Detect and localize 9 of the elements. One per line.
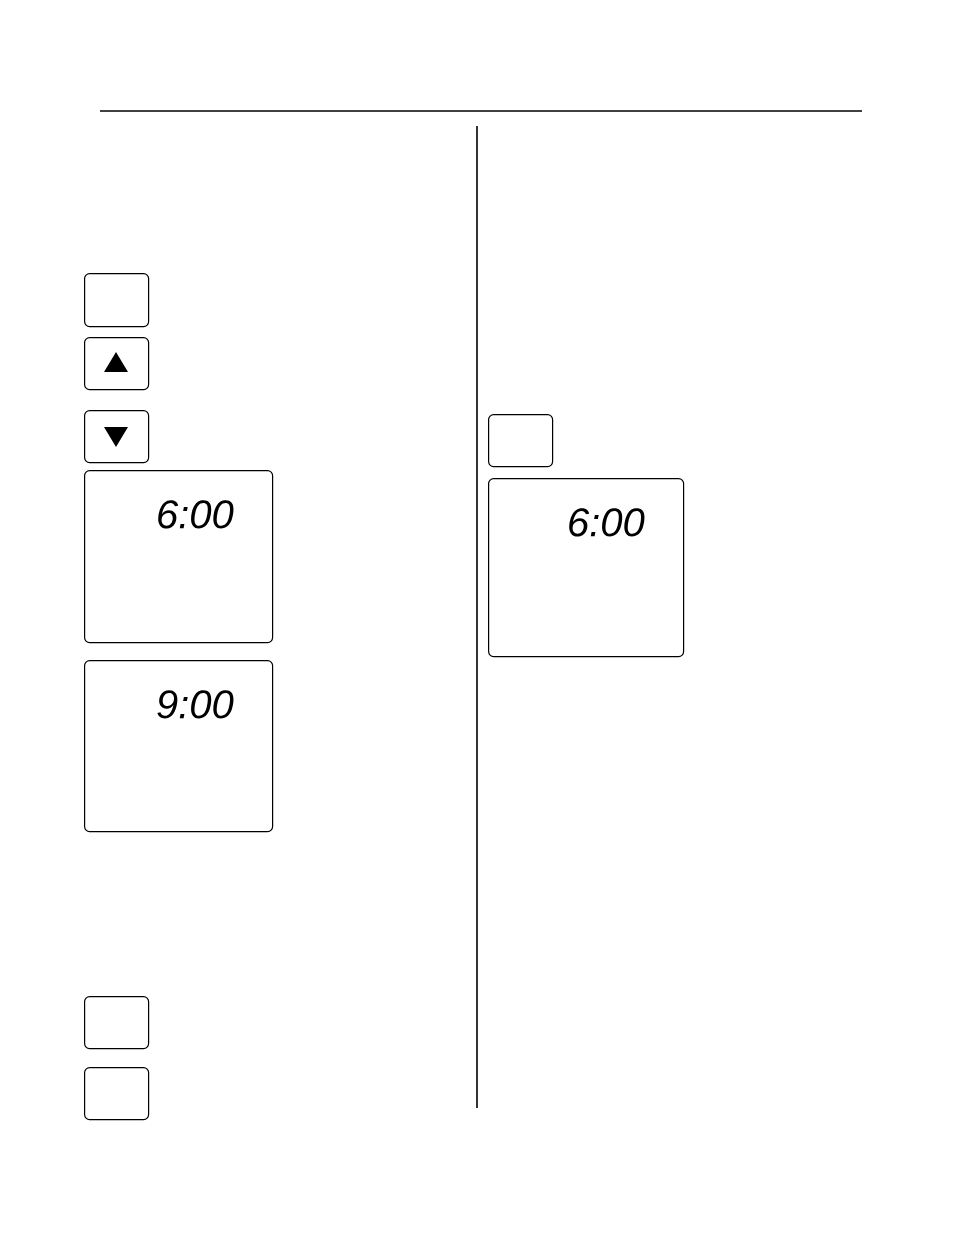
- up-arrow-button: [84, 337, 150, 391]
- button: [488, 414, 554, 468]
- button: [84, 1067, 150, 1121]
- down-arrow-button: [84, 410, 150, 464]
- button: [84, 273, 150, 328]
- button: [84, 996, 150, 1050]
- display-screen: 9:00: [84, 660, 274, 833]
- display-screen: 6:00: [488, 478, 685, 658]
- display-screen: 6:00: [84, 470, 274, 644]
